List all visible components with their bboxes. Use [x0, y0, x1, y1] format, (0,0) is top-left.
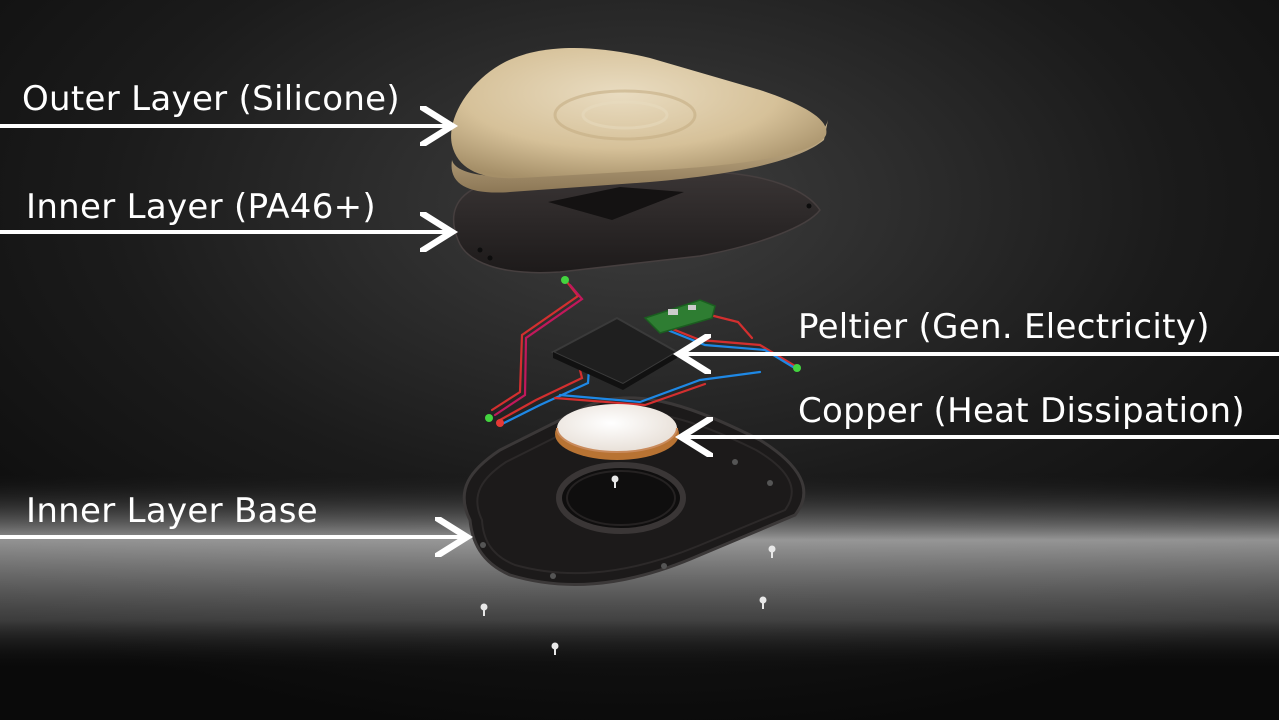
- leader-arrows: [0, 126, 1279, 537]
- label-inner-layer-base: Inner Layer Base: [26, 491, 319, 531]
- screw: [768, 545, 776, 558]
- copper-disk: [555, 404, 679, 460]
- label-outer-layer: Outer Layer (Silicone): [22, 79, 400, 119]
- inner-layer-base: [462, 396, 806, 587]
- label-peltier: Peltier (Gen. Electricity): [798, 307, 1210, 347]
- screws: [480, 475, 776, 655]
- inner-layer-shell: [452, 171, 821, 274]
- label-inner-layer: Inner Layer (PA46+): [26, 187, 376, 227]
- screw: [480, 603, 488, 616]
- pcb-board: [643, 299, 716, 334]
- wire-leds: [485, 276, 801, 427]
- screw: [551, 642, 559, 655]
- wiring: [490, 280, 800, 426]
- label-copper: Copper (Heat Dissipation): [798, 391, 1245, 431]
- screw: [611, 475, 619, 488]
- base-ring: [556, 462, 686, 534]
- silicone-outer-shell: [451, 48, 828, 193]
- screw: [759, 596, 767, 609]
